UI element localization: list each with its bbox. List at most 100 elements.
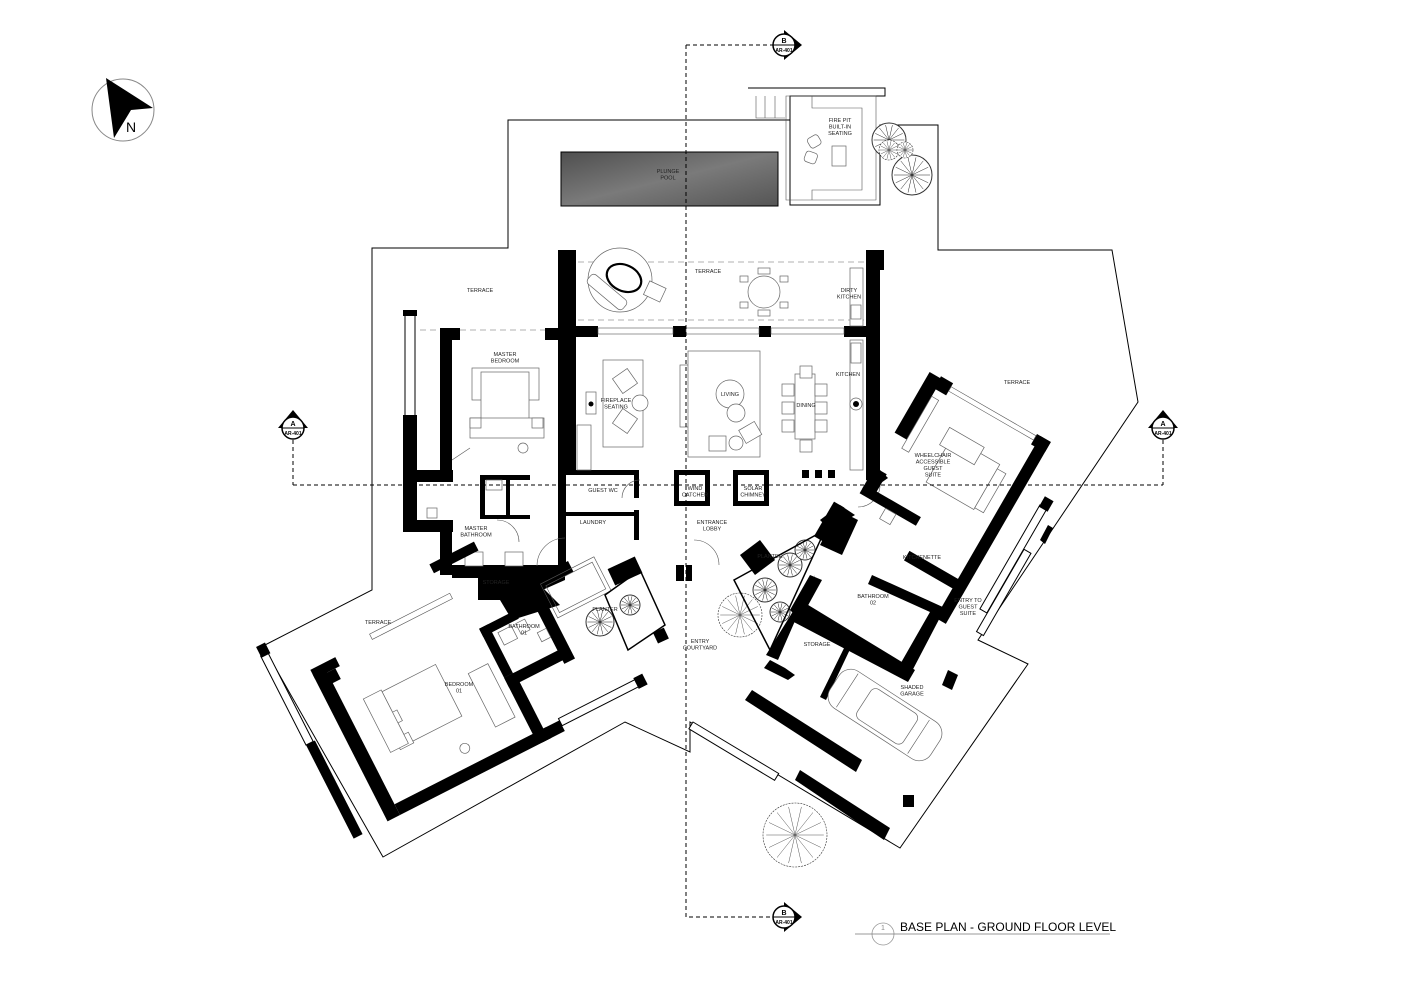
service-walls	[604, 505, 1053, 840]
bedroom-01-wing	[256, 541, 648, 839]
dining-chair	[814, 383, 828, 397]
room-label-line: KITCHENETTE	[903, 555, 942, 561]
terrace-edge	[578, 261, 864, 321]
room-label-kitchen: KITCHEN	[836, 372, 860, 378]
section-letter: B	[781, 910, 786, 917]
room-label-line: FIREPLACE	[601, 398, 632, 404]
room-label-line: ENTRANCE	[697, 520, 728, 526]
room-label-line: PLANTER	[592, 607, 617, 613]
room-label-line: SHADED	[901, 685, 924, 691]
tree-icon	[762, 802, 828, 868]
section-sheet: AR-401	[284, 431, 301, 437]
room-label-line: BUILT-IN	[829, 125, 851, 131]
room-label-line: DINING	[796, 403, 815, 409]
section-sheet: AR-401	[775, 920, 792, 926]
section-marker-a-right: A AR-401	[1148, 410, 1178, 440]
room-label-line: WHEELCHAIR	[915, 453, 952, 459]
section-letter: A	[290, 421, 295, 428]
room-label-line: PLANTER	[757, 554, 782, 560]
section-marker-a-left: A AR-401	[278, 410, 308, 440]
room-label-line: BEDROOM	[445, 682, 474, 688]
dining-chair	[781, 401, 795, 415]
room-label-line: GARAGE	[900, 692, 924, 698]
room-label-planter-right: PLANTER	[757, 554, 782, 560]
room-label-line: GUEST	[959, 605, 979, 611]
room-label-dining: DINING	[796, 403, 815, 409]
room-label-line: MASTER	[494, 352, 517, 358]
room-label-line: MASTER	[465, 526, 488, 532]
room-label-terrace-top: TERRACE	[695, 269, 722, 275]
master-walls	[403, 310, 565, 620]
room-label-living: LIVING	[721, 392, 739, 398]
room-label-planter-left: PLANTER	[592, 607, 617, 613]
north-arrow: N	[91, 78, 155, 142]
section-line-a	[292, 440, 1164, 486]
dining-chair	[781, 383, 795, 397]
section-marker-b-bottom: B AR-401	[772, 902, 802, 932]
tree-icon	[891, 154, 933, 196]
room-label-guest-wc: GUEST WC	[588, 488, 618, 494]
room-label-line: 01	[521, 631, 527, 637]
room-label-line: 01	[456, 689, 462, 695]
master-furniture	[426, 367, 597, 567]
room-label-line: KITCHEN	[837, 295, 861, 301]
north-arrow-icon	[106, 78, 153, 138]
room-label-line: ACCESSIBLE	[916, 460, 951, 466]
room-label-line: LOBBY	[703, 527, 722, 533]
tree-icon	[717, 592, 763, 638]
dining-chair	[814, 419, 828, 433]
fire-pit-area	[755, 95, 877, 201]
room-label-kitchenette: KITCHENETTE	[903, 555, 942, 561]
car	[827, 668, 943, 762]
guest-suite-wing	[814, 372, 1054, 624]
room-label-line: 02	[870, 601, 876, 607]
tree-icon	[878, 139, 900, 161]
room-label-line: CATCHER	[682, 493, 708, 499]
section-line-b	[685, 44, 784, 918]
room-label-line: LAUNDRY	[580, 520, 607, 526]
room-label-line: TERRACE	[467, 288, 494, 294]
room-label-line: BATHROOM	[508, 624, 540, 630]
firepit-boundary	[748, 87, 886, 120]
site-boundary	[262, 119, 1139, 858]
room-label-line: GUEST	[924, 466, 944, 472]
room-label-line: TERRACE	[695, 269, 722, 275]
tree-icon	[585, 607, 615, 637]
plunge-pool	[560, 151, 779, 207]
room-label-storage-right: STORAGE	[804, 642, 831, 648]
room-label-terrace-right: TERRACE	[1004, 380, 1031, 386]
drawing-number: 1	[881, 925, 885, 932]
room-label-line: SOLAR	[744, 486, 763, 492]
dining-chair	[781, 419, 795, 433]
tree-icon	[777, 552, 803, 578]
room-label-line: ENTRY	[691, 639, 710, 645]
room-label-line: DIRTY	[841, 288, 858, 294]
room-label-line: LIVING	[721, 392, 739, 398]
window-strip	[259, 651, 314, 746]
room-label-line: ENTRY TO	[954, 598, 982, 604]
room-label-line: BATHROOM	[460, 533, 492, 539]
room-label-line: BEDROOM	[491, 359, 520, 365]
dining-chair	[799, 439, 813, 453]
tree-icon	[619, 594, 641, 616]
room-label-laundry: LAUNDRY	[580, 520, 607, 526]
room-label-terrace-bottom-left: TERRACE	[365, 620, 392, 626]
room-label-line: TERRACE	[1004, 380, 1031, 386]
tree-icon	[896, 141, 914, 159]
drawing-title: 1 BASE PLAN - GROUND FLOOR LEVEL	[855, 920, 1116, 946]
room-label-line: STORAGE	[804, 642, 831, 648]
room-label-line: SUITE	[925, 473, 942, 479]
